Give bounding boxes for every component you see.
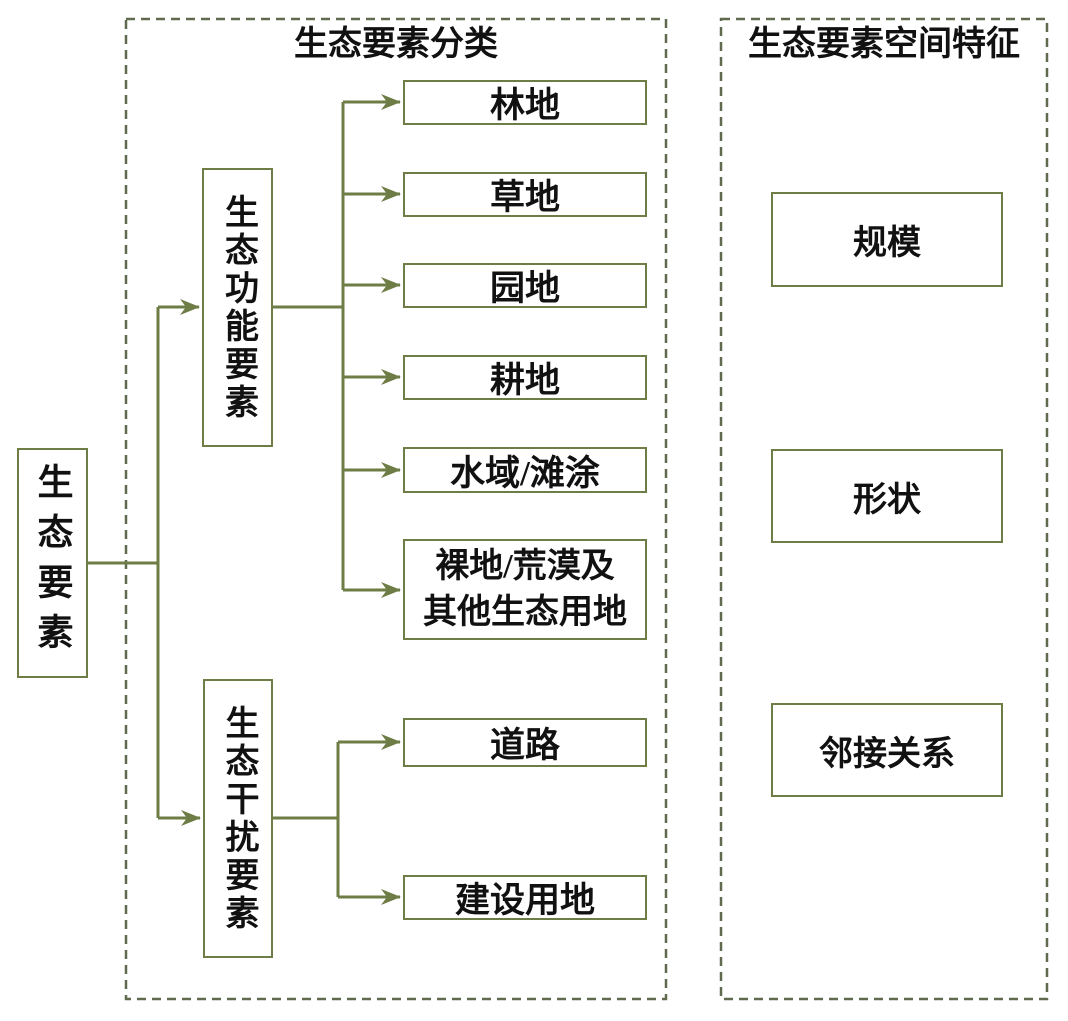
branch-functional: 生态功能要素 — [202, 168, 273, 447]
branch-disturbance: 生态干扰要素 — [203, 679, 273, 958]
spatial-box-adjacency: 邻接关系 — [771, 703, 1003, 797]
classification-title: 生态要素分类 — [294, 26, 498, 63]
root-node: 生态要素 — [17, 448, 88, 678]
leaf-node-garden: 园地 — [403, 263, 647, 308]
leaf-node-road: 道路 — [403, 718, 647, 767]
leaf-node-grassland: 草地 — [403, 172, 647, 217]
classification-panel-border — [124, 17, 668, 1001]
leaf-node-construction: 建设用地 — [403, 875, 647, 920]
leaf-node-bareland: 裸地/荒漠及 其他生态用地 — [403, 539, 647, 640]
root-node-label: 生态要素 — [32, 463, 73, 663]
branch-functional-label: 生态功能要素 — [219, 193, 257, 422]
spatial-panel-border — [719, 17, 1049, 1001]
branch-disturbance-label: 生态干扰要素 — [220, 704, 257, 933]
spatial-title: 生态要素空间特征 — [748, 26, 1020, 63]
spatial-box-scale: 规模 — [771, 192, 1003, 287]
spatial-box-shape: 形状 — [771, 449, 1003, 543]
leaf-node-water: 水域/滩涂 — [403, 447, 647, 493]
leaf-node-cropland: 耕地 — [403, 355, 647, 400]
leaf-node-forest: 林地 — [403, 80, 647, 125]
